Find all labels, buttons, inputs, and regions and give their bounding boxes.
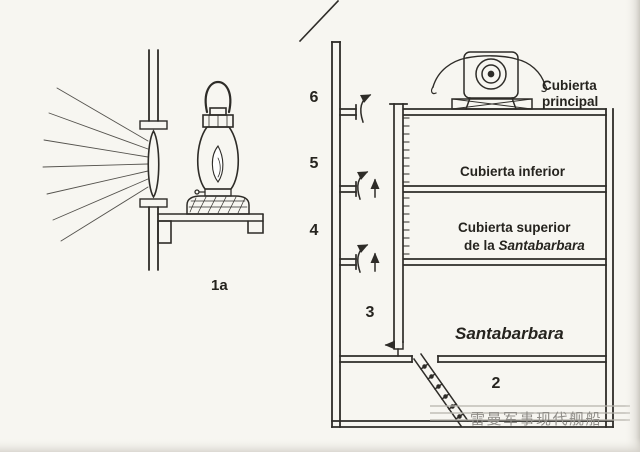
trunk-outlet (384, 340, 404, 357)
airflow-curve-low (356, 243, 369, 273)
lamp-font (186, 195, 250, 215)
ladder (412, 352, 470, 428)
lamp-burner (194, 188, 232, 197)
hoist-mechanism (430, 51, 548, 110)
label-magazine: Santabarbara (455, 324, 564, 343)
lamp-handle (204, 80, 232, 114)
light-rays (42, 87, 149, 242)
label-main-deck-line2: principal (542, 94, 598, 109)
mast-line (298, 0, 340, 43)
label-lower-deck: Cubierta inferior (460, 164, 566, 179)
label-magazine-top-line2: de la Santabarbara (464, 238, 585, 253)
compartment-number-6: 6 (310, 89, 319, 106)
label-magazine-top-line1: Cubierta superior (458, 220, 571, 235)
watermark-text: 雷曼军事现代舰船 (470, 411, 602, 428)
page-edge-right (624, 0, 640, 452)
hoist-cable (432, 55, 546, 88)
lens (147, 129, 160, 199)
right-wall (605, 108, 614, 428)
deck-lower (339, 181, 607, 197)
watermark-lines (430, 405, 630, 421)
deck-section-figure: 6 5 4 3 2 Cubierta principal Cubierta in… (298, 0, 614, 428)
compartment-number-5: 5 (310, 155, 319, 172)
flame (211, 145, 224, 183)
label-main-deck-line1: Cubierta (542, 78, 597, 93)
watermark: 雷曼军事现代舰船 (430, 405, 630, 428)
hull-bottom (331, 420, 614, 428)
vent-trunk (389, 103, 408, 343)
airflow-curve-top (359, 93, 372, 123)
left-bulkhead (331, 41, 341, 428)
hoist-base (451, 98, 533, 110)
lamp-bracket (157, 213, 264, 244)
compartment-number-3: 3 (366, 304, 375, 321)
airflow-arrows (356, 93, 380, 273)
page-edge-bottom (0, 438, 640, 452)
deck-magazine-floor (339, 355, 607, 363)
lantern-figure: 1a (42, 49, 264, 294)
bulkhead-wall (139, 49, 168, 271)
compartment-number-2: 2 (492, 375, 501, 392)
compartment-number-4: 4 (310, 222, 319, 239)
figure-caption-1a: 1a (211, 277, 228, 294)
deck-magazine-top (339, 254, 607, 270)
hoist-housing (463, 51, 519, 99)
lamp-chimney (196, 107, 240, 190)
airflow-curve-mid (356, 170, 369, 200)
trunk-ticks (402, 117, 410, 255)
